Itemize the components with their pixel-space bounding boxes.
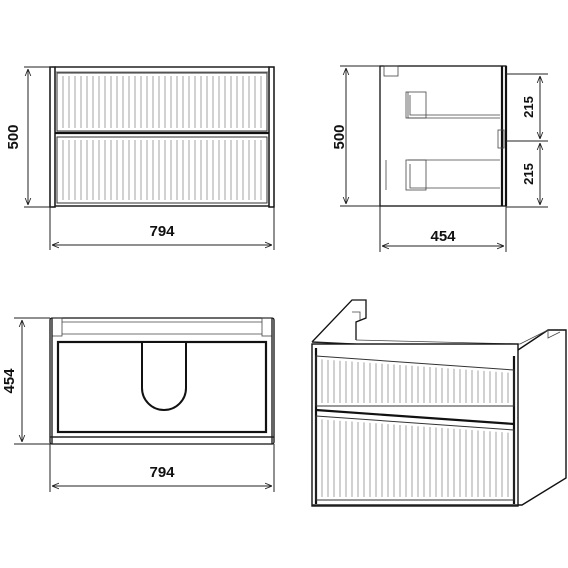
iso-front (311, 343, 519, 507)
front-width-label: 794 (149, 223, 175, 240)
isometric-view (311, 299, 567, 507)
iso-back-bracket (311, 299, 367, 343)
top-view: 454 794 (1, 317, 275, 492)
front-view: 500 794 (5, 66, 275, 250)
front-lower-drawer-flutes (62, 140, 262, 200)
side-height-label: 500 (331, 124, 348, 149)
top-width-label: 794 (149, 464, 175, 481)
iso-upper-drawer (315, 355, 515, 407)
front-lower-drawer (56, 136, 268, 204)
front-upper-drawer-flutes (62, 76, 262, 128)
front-left-panel (49, 66, 56, 208)
front-upper-drawer (56, 72, 268, 132)
top-depth-label: 454 (1, 368, 18, 394)
top-siphon-cutout (141, 343, 187, 411)
side-drawer-bottom-label: 215 (521, 163, 536, 185)
side-depth-label: 454 (430, 228, 456, 245)
side-upper-drawer-box (405, 91, 427, 119)
iso-divider (315, 408, 515, 426)
side-body (379, 65, 507, 207)
front-height-label: 500 (5, 124, 22, 149)
side-view: 500 215 215 454 (331, 65, 548, 252)
top-inner-box (56, 340, 268, 434)
front-right-panel (268, 66, 275, 208)
iso-side-panel (514, 329, 567, 506)
iso-lower-drawer-flutes (321, 419, 509, 497)
iso-upper-drawer-flutes (321, 359, 509, 403)
iso-lower-drawer (315, 415, 515, 501)
side-drawer-top-label: 215 (521, 96, 536, 118)
